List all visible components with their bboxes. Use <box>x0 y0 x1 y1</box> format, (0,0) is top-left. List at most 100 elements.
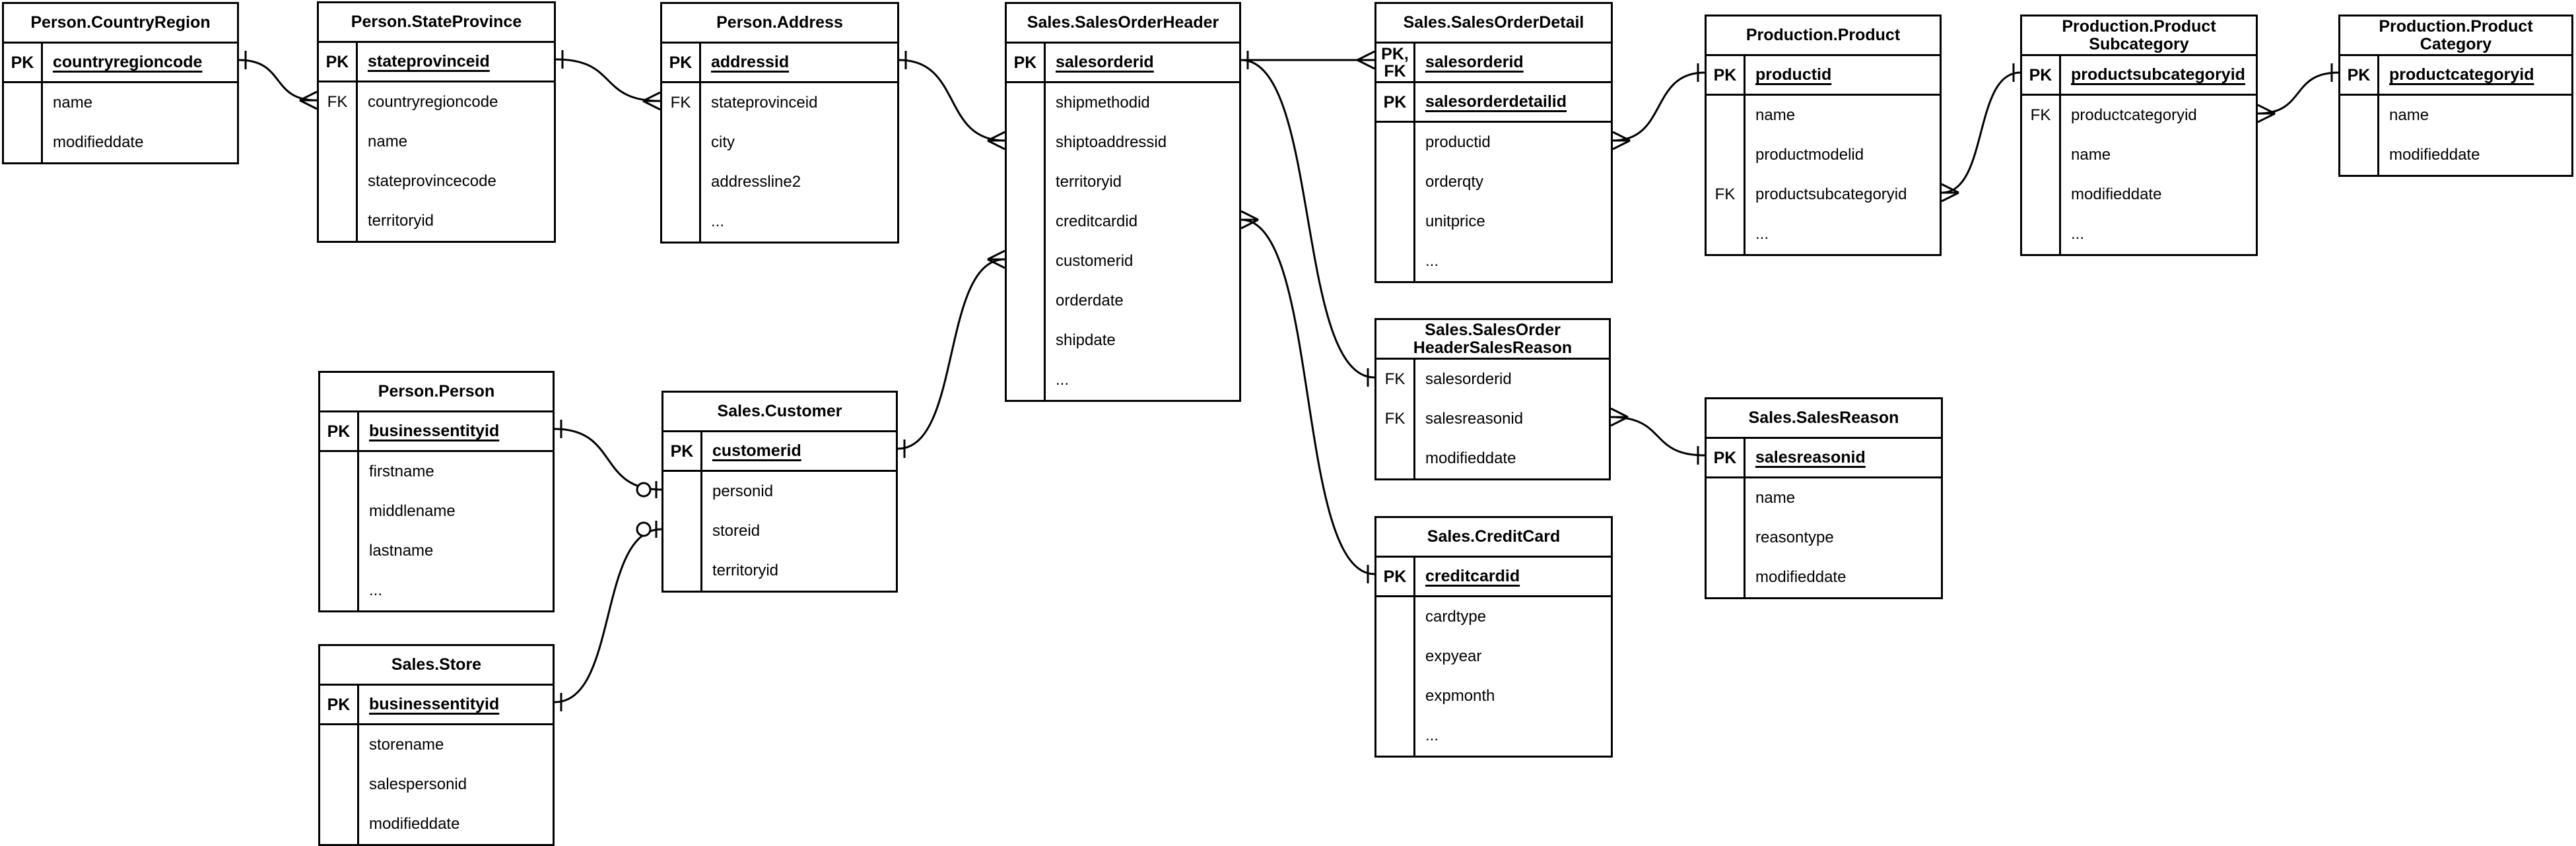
key-label <box>320 765 359 804</box>
key-label <box>1707 135 1746 175</box>
cardinality-many-crowfoot-headersalesreason-to-salesreason <box>1610 416 1629 427</box>
key-label: PK <box>320 686 359 723</box>
cardinality-many-crowfoot-customer-to-salesorderheader <box>987 258 1005 269</box>
field-name: shiptoaddressid <box>1056 133 1167 151</box>
key-label <box>1707 96 1746 135</box>
field-name: businessentityid <box>369 422 500 440</box>
field-name: ... <box>1425 727 1439 744</box>
field-row: territoryid <box>1007 162 1239 202</box>
field-name: ... <box>2071 225 2085 243</box>
field-row: customerid <box>1007 242 1239 281</box>
field-row: creditcardid <box>1007 202 1239 242</box>
field-name: territoryid <box>1056 173 1122 191</box>
field-row: name <box>2022 135 2256 175</box>
relationship-headersalesreason-to-salesreason <box>1610 416 1705 457</box>
cardinality-many-crowfoot-countryregion-to-stateprovince <box>299 90 318 102</box>
field-row: ... <box>320 571 553 610</box>
cardinality-many-crowfoot-customer-to-salesorderheader <box>987 249 1005 261</box>
field-name: productcategoryid <box>2389 65 2534 84</box>
field-name: ... <box>369 581 383 599</box>
field-row: productmodelid <box>1707 135 1940 175</box>
key-label <box>1376 597 1415 637</box>
cardinality-many-crowfoot-salesorderheader-to-creditcard <box>1240 218 1259 230</box>
key-label <box>320 804 359 844</box>
relationship-product-to-productsubcategory <box>1941 71 2021 194</box>
key-label: PK, FK <box>1376 44 1415 81</box>
key-label: FK <box>1376 399 1415 439</box>
key-row: PK, FK salesorderid <box>1376 44 1611 83</box>
cardinality-many-crowfoot-salesorderheader-to-creditcard <box>1240 210 1259 221</box>
key-label <box>320 452 359 492</box>
field-row: expmonth <box>1376 676 1611 716</box>
cardinality-many-crowfoot-headersalesreason-to-salesreason <box>1610 407 1629 418</box>
table-title: Sales.SalesReason <box>1707 399 1941 439</box>
cardinality-many-crowfoot-salesorderdetail-to-product <box>1612 139 1631 150</box>
key-label <box>2022 175 2061 214</box>
key-label <box>663 551 702 591</box>
field-row: modifieddate <box>320 804 553 844</box>
field-name: stateprovincecode <box>368 172 496 190</box>
key-label <box>1007 321 1046 360</box>
field-row: name <box>4 83 237 123</box>
field-name: name <box>1755 106 1796 124</box>
cardinality-many-crowfoot-stateprovince-to-address <box>642 91 661 102</box>
field-row: middlename <box>320 492 553 531</box>
table-title: Production.Product Subcategory <box>2022 16 2256 56</box>
key-label: PK <box>1707 439 1746 476</box>
relationship-customer-to-salesorderheader <box>897 258 1005 450</box>
key-label <box>1707 478 1746 518</box>
field-name: personid <box>712 482 774 500</box>
key-row: PK salesorderid <box>1007 44 1239 83</box>
cardinality-many-crowfoot-salesorderheader-to-salesorderdetail <box>1357 59 1375 70</box>
field-name: cardtype <box>1425 608 1487 626</box>
field-row: storeid <box>663 511 896 551</box>
field-name: stateprovinceid <box>368 52 490 71</box>
field-name: modifieddate <box>2389 146 2480 164</box>
field-row: expyear <box>1376 637 1611 676</box>
field-name: salesorderid <box>1425 53 1524 71</box>
field-name: productsubcategoryid <box>1755 185 1907 203</box>
cardinality-many-crowfoot-productsubcategory-to-productcategory <box>2257 104 2276 115</box>
field-row: firstname <box>320 452 553 492</box>
relationship-store-to-customer <box>554 528 662 703</box>
field-name: name <box>368 133 408 150</box>
key-label <box>4 123 43 162</box>
key-label <box>2340 96 2379 135</box>
cardinality-many-crowfoot-address-to-salesorderheader <box>987 139 1005 150</box>
field-name: salesorderid <box>1056 53 1154 71</box>
field-row: modifieddate <box>1707 558 1941 597</box>
field-row: name <box>1707 478 1941 518</box>
field-row: modifieddate <box>2022 175 2256 214</box>
field-name: salesreasonid <box>1755 448 1866 467</box>
cardinality-many-crowfoot-salesorderheader-to-salesorderdetail <box>1357 50 1375 61</box>
field-row: lastname <box>320 531 553 571</box>
key-label: PK <box>1376 558 1415 595</box>
field-name: orderqty <box>1425 173 1484 191</box>
key-label: PK <box>1007 44 1046 81</box>
key-label: PK <box>663 432 702 470</box>
key-label: PK <box>2340 56 2379 94</box>
field-name: addressline2 <box>711 173 801 191</box>
table-title: Person.CountryRegion <box>4 4 237 44</box>
key-label <box>320 531 359 571</box>
field-name: ... <box>1755 225 1769 243</box>
field-name: customerid <box>1056 252 1134 270</box>
cardinality-many-crowfoot-countryregion-to-stateprovince <box>299 99 318 110</box>
key-label <box>1007 242 1046 281</box>
field-row: territoryid <box>663 551 896 591</box>
field-name: unitprice <box>1425 212 1485 230</box>
